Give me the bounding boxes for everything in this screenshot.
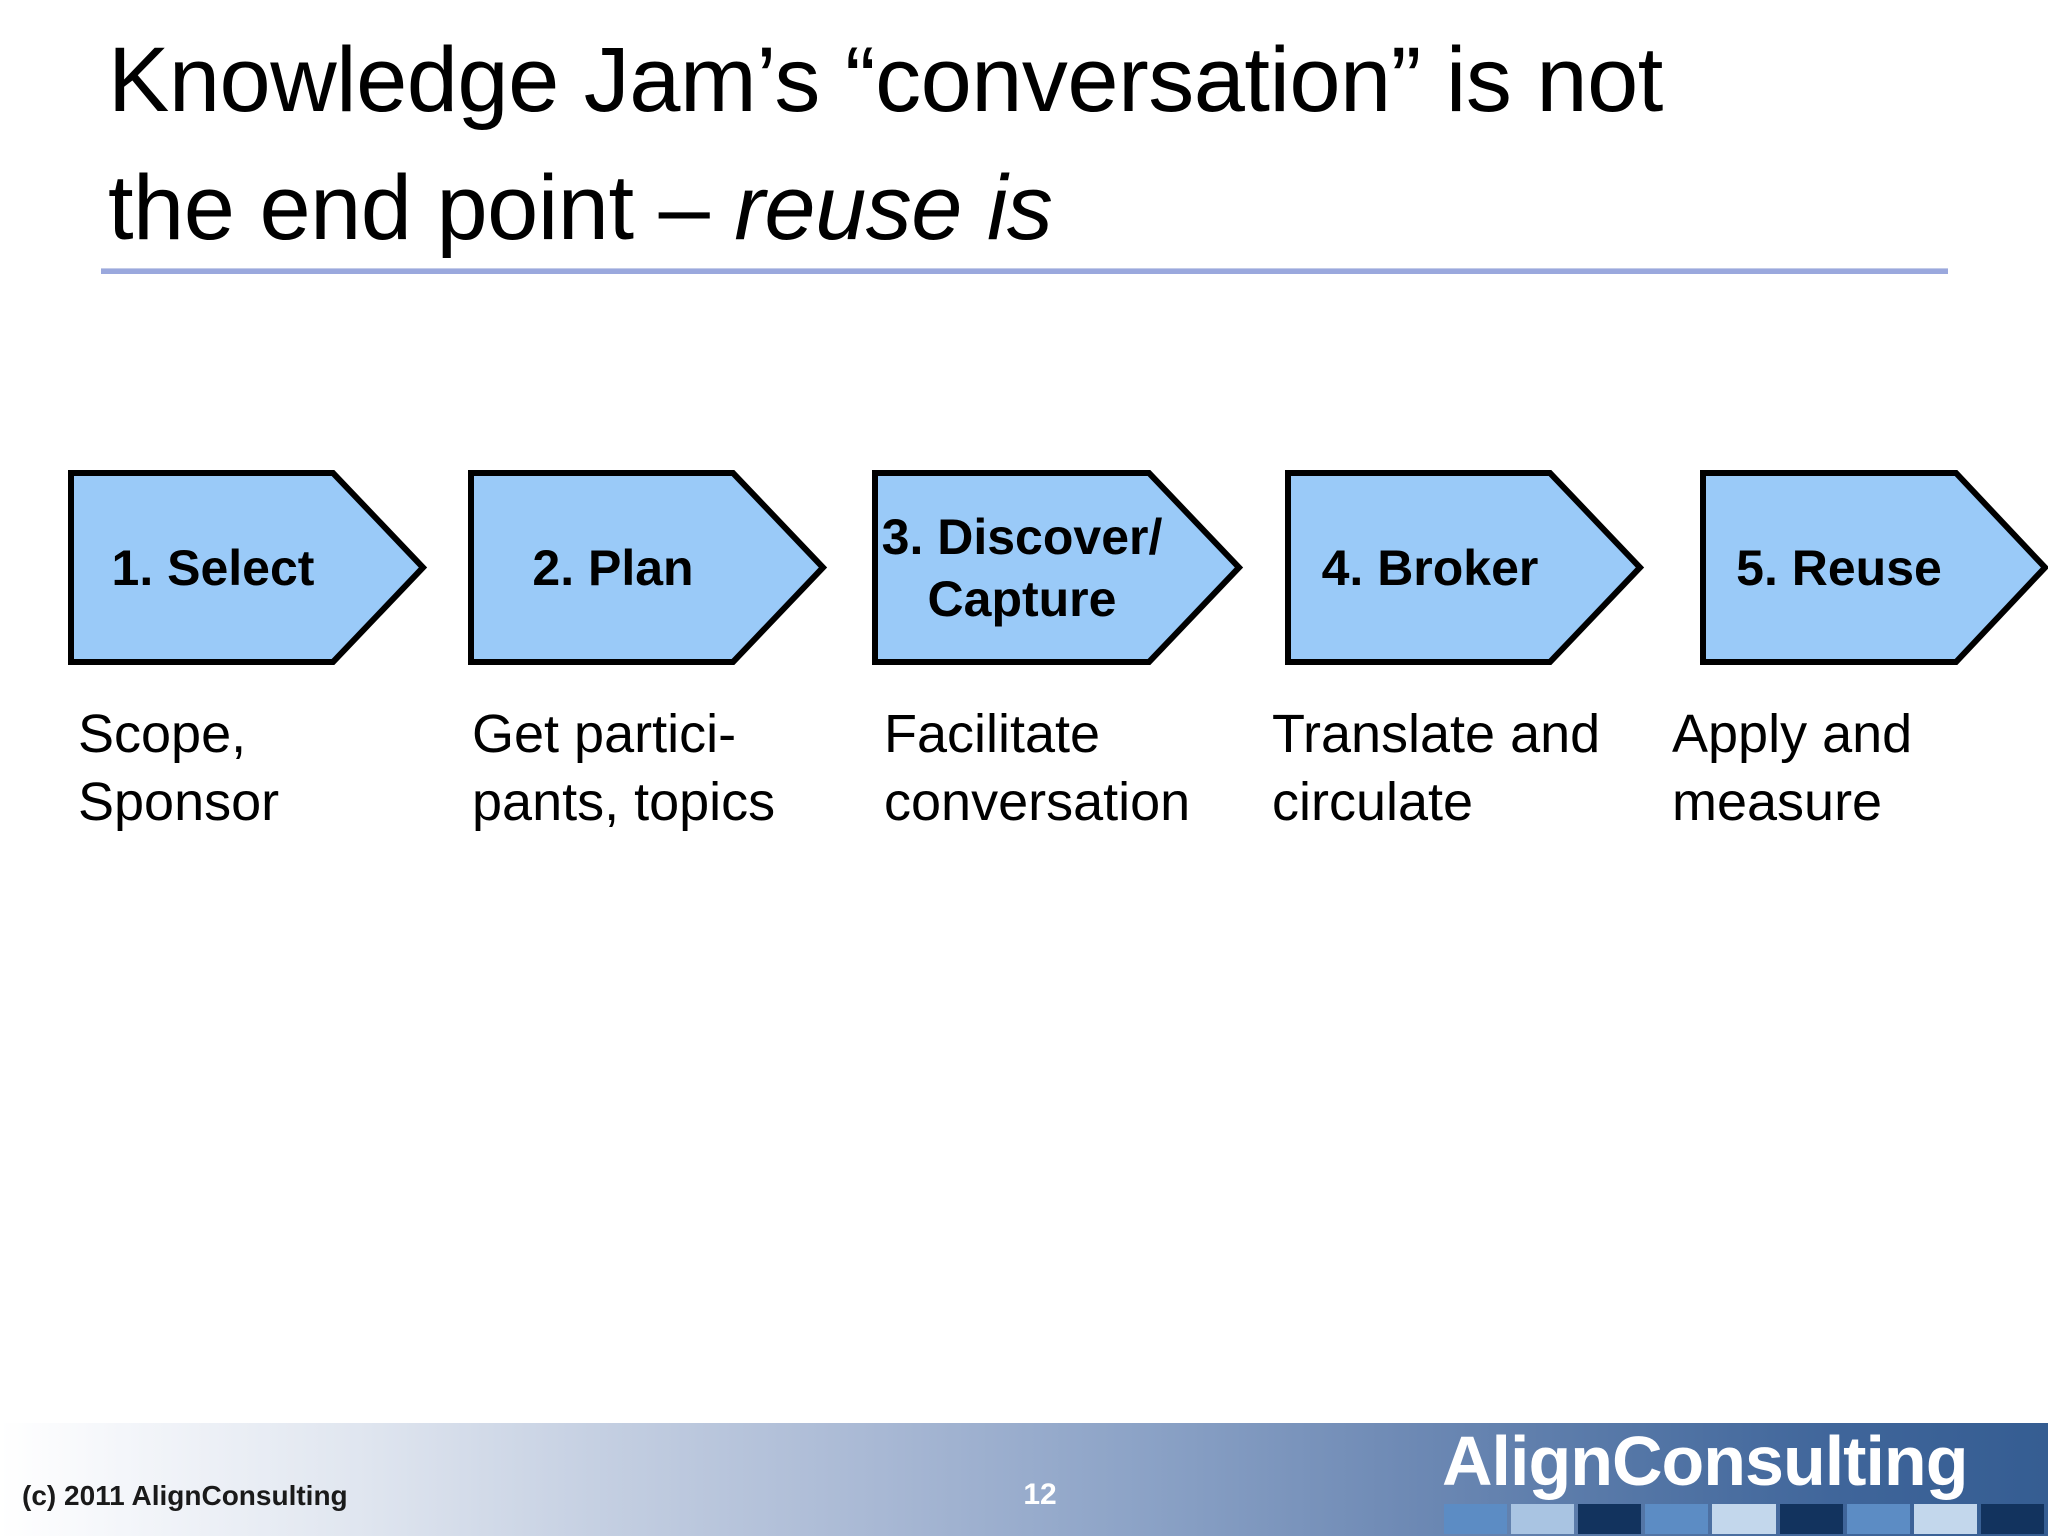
logo-swatch-9: [1980, 1504, 2044, 1534]
logo-swatch-6: [1779, 1504, 1843, 1534]
process-flow: 1. Select 2. Plan 3. Discover/ Capture: [0, 470, 2048, 670]
logo-swatch-8: [1913, 1504, 1977, 1534]
logo-swatch-1: [1444, 1504, 1508, 1534]
title-line-1: Knowledge Jam’s “conversation” is not: [108, 29, 1663, 131]
process-step-5-reuse[interactable]: 5. Reuse: [1700, 470, 2048, 665]
align-consulting-logo: AlignConsulting: [1440, 1416, 2048, 1536]
slide-title: Knowledge Jam’s “conversation” is not th…: [108, 16, 1948, 272]
logo-swatch-3: [1578, 1504, 1642, 1534]
chevron-shape-4: [1285, 470, 1645, 665]
process-captions: Scope, Sponsor Get partici- pants, topic…: [0, 700, 2048, 880]
title-line-2-emphasis: reuse is: [734, 157, 1053, 259]
logo-swatch-2: [1511, 1504, 1575, 1534]
title-underline-rule: [101, 268, 1948, 274]
process-step-2-caption: Get partici- pants, topics: [472, 704, 776, 832]
process-step-1-select[interactable]: 1. Select: [68, 470, 428, 665]
chevron-arrow-icon: [872, 470, 1244, 665]
process-step-4-caption: Translate and circulate: [1272, 704, 1601, 832]
logo-swatch-strip: [1444, 1504, 2044, 1534]
title-line-2: the end point – reuse is: [108, 144, 1948, 272]
process-step-2-plan[interactable]: 2. Plan: [468, 470, 828, 665]
page-number: 12: [1023, 1478, 1057, 1511]
title-line-2-plain: the end point –: [108, 157, 735, 259]
logo-swatch-5: [1712, 1504, 1776, 1534]
copyright-notice: (c) 2011 AlignConsulting: [22, 1480, 348, 1511]
chevron-shape-3: [872, 470, 1244, 665]
chevron-shape-2: [468, 470, 828, 665]
chevron-arrow-icon: [68, 470, 428, 665]
chevron-arrow-icon: [468, 470, 828, 665]
process-step-1-caption: Scope, Sponsor: [78, 704, 280, 832]
logo-swatch-7: [1846, 1504, 1910, 1534]
chevron-shape-1: [68, 470, 428, 665]
process-step-4-broker[interactable]: 4. Broker: [1285, 470, 1645, 665]
process-step-3-caption: Facilitate conversation: [884, 704, 1191, 832]
chevron-arrow-icon: [1285, 470, 1645, 665]
process-step-3-discover-capture[interactable]: 3. Discover/ Capture: [872, 470, 1244, 665]
chevron-shape-5: [1700, 470, 2048, 665]
process-step-5-caption: Apply and measure: [1672, 704, 1913, 832]
logo-swatch-4: [1645, 1504, 1709, 1534]
chevron-arrow-icon: [1700, 470, 2048, 665]
logo-wordmark: AlignConsulting: [1442, 1422, 1968, 1500]
